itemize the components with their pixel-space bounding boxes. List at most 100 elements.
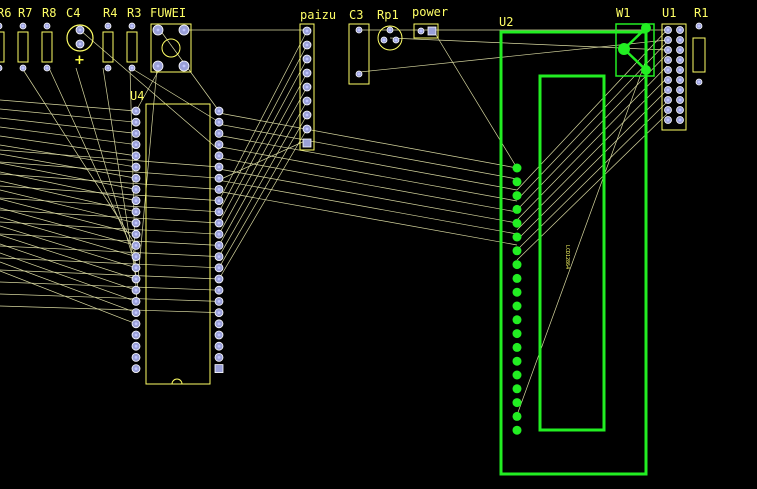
ratsnest-line [0, 261, 137, 313]
ratsnest-line [0, 209, 220, 224]
part-c3[interactable] [348, 23, 370, 85]
label-u1[interactable]: U1 [662, 6, 676, 20]
silkscreen-layer [0, 23, 706, 385]
ratsnest-line [0, 162, 137, 190]
ratsnest-line [0, 245, 220, 257]
ratsnest-line [516, 29, 668, 191]
lcd-pin[interactable] [512, 177, 522, 187]
part-r7[interactable] [17, 31, 29, 63]
lcd-pin[interactable] [512, 370, 522, 380]
u4-pin-right-hole [217, 176, 221, 180]
part-r1[interactable] [692, 37, 706, 73]
ratsnest-line [0, 108, 137, 123]
label-r4[interactable]: R4 [103, 6, 117, 20]
ratsnest-line [218, 72, 308, 235]
lcd-pin[interactable] [512, 425, 522, 435]
ratsnest-line [218, 139, 308, 181]
ratsnest-line [0, 281, 220, 291]
ratsnest-line [0, 270, 137, 325]
fuwei-button-cap[interactable] [161, 38, 181, 58]
w1-pad-3[interactable] [641, 65, 651, 75]
label-r3[interactable]: R3 [127, 6, 141, 20]
label-c3[interactable]: C3 [349, 8, 363, 22]
label-r6[interactable]: R6 [0, 6, 11, 20]
ratsnest-line [0, 144, 137, 168]
lcd-pin[interactable] [512, 218, 522, 228]
lcd-pin[interactable] [512, 384, 522, 394]
lcd-pin[interactable] [512, 411, 522, 421]
label-r8[interactable]: R8 [42, 6, 56, 20]
ratsnest-line [0, 243, 137, 291]
ratsnest-line [0, 269, 220, 280]
part-r3[interactable] [126, 31, 138, 63]
lcd-pin[interactable] [512, 315, 522, 325]
u1-pin-a-hole [666, 108, 670, 112]
part-w1[interactable] [615, 23, 655, 77]
paizu-pin-hole [305, 29, 309, 33]
ratsnest-line [0, 234, 137, 280]
label-w1[interactable]: W1 [616, 6, 630, 20]
lcd-pin[interactable] [512, 260, 522, 270]
part-u1[interactable] [661, 23, 687, 131]
r6-pad-2[interactable] [0, 64, 3, 72]
paizu-pin[interactable] [302, 138, 312, 148]
label-power[interactable]: power [412, 5, 448, 19]
lcd-pin[interactable] [512, 342, 522, 352]
u4-pin-right-hole [217, 288, 221, 292]
u4-pin-right[interactable] [214, 364, 224, 374]
fuwei-pad-2-hole [182, 28, 186, 32]
lcd-pin[interactable] [512, 287, 522, 297]
lcd-pin[interactable] [512, 246, 522, 256]
part-paizu[interactable] [299, 23, 315, 151]
lcd-pin[interactable] [512, 163, 522, 173]
u1-pin-a-hole [666, 68, 670, 72]
label-c4[interactable]: C4 [66, 6, 80, 20]
u4-pin-right-hole [217, 255, 221, 258]
ratsnest-line [218, 168, 518, 224]
part-r6[interactable] [0, 31, 5, 63]
part-r8[interactable] [41, 31, 53, 63]
lcd-pin[interactable] [512, 301, 522, 311]
u2-outline[interactable] [499, 30, 648, 476]
lcd-window-outline[interactable] [538, 74, 606, 432]
lcd-pin[interactable] [512, 329, 522, 339]
lcd-pin[interactable] [512, 191, 522, 201]
part-rp1[interactable] [377, 25, 403, 51]
part-c4[interactable] [66, 24, 94, 52]
fuwei-pad-4-hole [182, 64, 186, 68]
w1-pad-1[interactable] [618, 43, 630, 55]
lcd-pin[interactable] [512, 232, 522, 242]
lcd-pin[interactable] [512, 273, 522, 283]
ratsnest-line [432, 29, 518, 169]
u4-pin-right-hole [217, 210, 221, 214]
lcd-pin[interactable] [512, 356, 522, 366]
ratsnest-line [0, 153, 137, 179]
u1-pin-a-hole [666, 58, 670, 62]
label-fuwei[interactable]: FUWEI [150, 6, 186, 20]
label-u2[interactable]: U2 [499, 15, 513, 29]
w1-pad-2[interactable] [641, 23, 651, 33]
part-u4[interactable] [145, 103, 211, 385]
part-power[interactable] [413, 23, 439, 39]
r1-pad-1-hole [697, 24, 701, 28]
lcd-pin[interactable] [512, 204, 522, 214]
power-pad-2[interactable] [427, 26, 437, 36]
label-paizu[interactable]: paizu [300, 8, 336, 22]
u4-pin-right-hole [217, 277, 221, 281]
part-r4[interactable] [102, 31, 114, 63]
label-u4[interactable]: U4 [130, 89, 144, 103]
u4-pin-left-hole [134, 311, 138, 314]
ratsnest-line [516, 53, 668, 211]
ratsnest-line [516, 77, 668, 231]
label-r7[interactable]: R7 [18, 6, 32, 20]
label-rp1[interactable]: Rp1 [377, 8, 399, 22]
part-fuwei[interactable] [150, 23, 192, 73]
lcd-pin[interactable] [512, 398, 522, 408]
fuwei-pad-1-hole [156, 28, 160, 32]
label-r1[interactable]: R1 [694, 6, 708, 20]
r6-pad-1[interactable] [0, 22, 3, 30]
ratsnest-line [218, 86, 308, 246]
paizu-pin-hole [305, 43, 309, 47]
